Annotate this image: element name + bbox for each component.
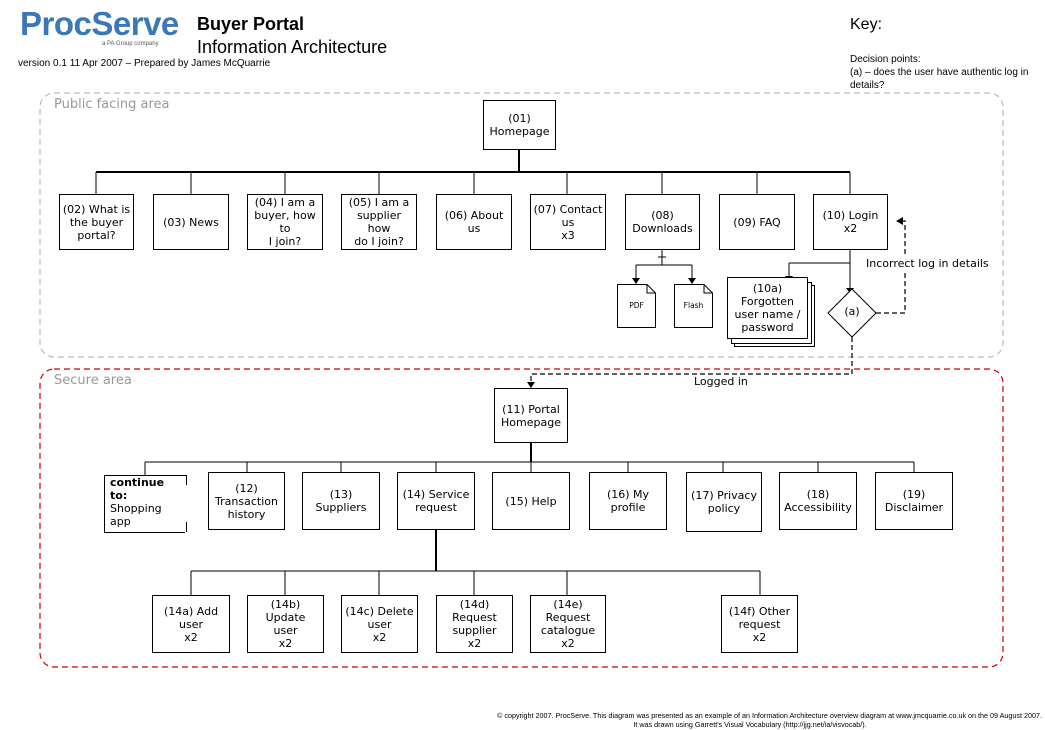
pdf-label: PDF [629, 300, 644, 310]
node-contact-us[interactable]: (07) Contact us x3 [530, 194, 606, 250]
incorrect-login-label: Incorrect log in details [866, 257, 989, 270]
secure-area-label: Secure area [54, 373, 132, 388]
key-line2: (a) – does the user have authentic log i… [850, 67, 1029, 91]
version-info: version 0.1 11 Apr 2007 – Prepared by Ja… [18, 58, 271, 69]
node-login[interactable]: (10) Login x2 [813, 194, 888, 250]
node-delete-user[interactable]: (14c) Delete user x2 [341, 595, 418, 653]
node-disclaimer[interactable]: (19) Disclaimer [875, 472, 953, 530]
node-other-request[interactable]: (14f) Other request x2 [721, 595, 798, 653]
decision-label: (a) [844, 305, 860, 318]
node-privacy-policy[interactable]: (17) Privacy policy [686, 472, 762, 532]
logo-wordmark: ProcServe [20, 5, 179, 42]
pdf-file-icon[interactable]: PDF [617, 284, 656, 328]
node-what-is-portal[interactable]: (02) What is the buyer portal? [59, 194, 134, 250]
node-about-us[interactable]: (06) About us [436, 194, 512, 250]
node-my-profile[interactable]: (16) My profile [589, 472, 667, 530]
node-portal-homepage[interactable]: (11) Portal Homepage [494, 388, 568, 443]
node-forgotten-password[interactable]: (10a) Forgotten user name / password [727, 277, 808, 339]
node-homepage[interactable]: (01) Homepage [483, 100, 556, 150]
node-add-user[interactable]: (14a) Add user x2 [152, 595, 230, 653]
logged-in-label: Logged in [694, 375, 748, 388]
node-buyer-join[interactable]: (04) I am a buyer, how to I join? [247, 194, 323, 250]
footer-credit: It was drawn using Garrett's Visual Voca… [633, 720, 867, 729]
logo: ProcServe a PA Group company [20, 6, 180, 58]
node-update-user[interactable]: (14b) Update user x2 [247, 595, 324, 653]
node-downloads[interactable]: (08) Downloads [625, 194, 700, 250]
public-area-label: Public facing area [54, 97, 170, 112]
node-faq[interactable]: (09) FAQ [719, 194, 795, 250]
footer-copyright: © copyright 2007. ProcServe. This diagra… [497, 711, 1042, 720]
node-supplier-join[interactable]: (05) I am a supplier how do I join? [341, 194, 417, 250]
key-line1: Decision points: [850, 54, 921, 65]
flash-file-icon[interactable]: Flash [674, 284, 713, 328]
node-suppliers[interactable]: (13) Suppliers [302, 472, 380, 530]
decision-diamond [827, 288, 877, 338]
node-service-request[interactable]: (14) Service request [397, 472, 475, 530]
continue-label: continue to: [110, 476, 165, 502]
node-request-supplier[interactable]: (14d) Request supplier x2 [436, 595, 513, 653]
page-subtitle: Information Architecture [197, 37, 388, 57]
continue-shopping[interactable]: continue to: Shopping app [104, 475, 187, 533]
flash-label: Flash [683, 300, 704, 310]
key-title: Key: [850, 16, 883, 33]
page-title: Buyer Portal [197, 14, 305, 34]
logo-tagline: a PA Group company [102, 41, 159, 47]
node-accessibility[interactable]: (18) Accessibility [779, 472, 857, 530]
node-help[interactable]: (15) Help [492, 472, 570, 530]
node-transaction-history[interactable]: (12) Transaction history [208, 472, 285, 530]
node-request-catalogue[interactable]: (14e) Request catalogue x2 [530, 595, 606, 653]
shopping-app-label: Shopping app [110, 502, 162, 528]
node-news[interactable]: (03) News [153, 194, 229, 250]
